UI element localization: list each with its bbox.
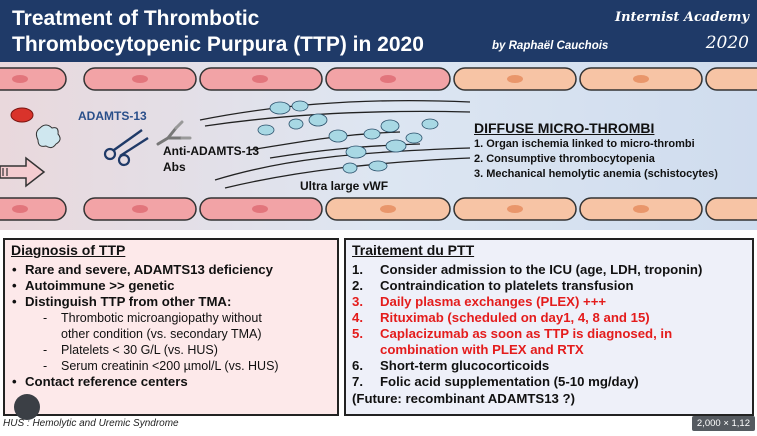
list-item: 2.Contraindication to platelets transfus… [352, 278, 634, 293]
list-item: 1. Organ ischemia linked to micro-thromb… [474, 138, 695, 150]
list-item: 6.Short-term glucocorticoids [352, 358, 550, 373]
image-size-badge: 2,000 × 1,12 [691, 416, 755, 431]
brand-logo-text: Internist Academy [615, 10, 749, 25]
list-item: •Distinguish TTP from other TMA: [12, 294, 232, 309]
antibody-label-line2: Abs [163, 160, 186, 174]
list-item-highlighted: 5.Caplacizumab as soon as TTP is diagnos… [352, 326, 673, 341]
header-banner: Treatment of Thrombotic Thrombocytopenic… [0, 0, 757, 62]
list-item: •Contact reference centers [12, 374, 188, 389]
list-item: 2. Consumptive thrombocytopenia [474, 153, 655, 165]
hus-footnote: HUS : Hemolytic and Uremic Syndrome [3, 418, 179, 429]
adamts13-label: ADAMTS-13 [78, 109, 147, 123]
list-item: •Rare and severe, ADAMTS13 deficiency [12, 262, 273, 277]
brand-year: 2020 [705, 33, 749, 53]
diagnosis-box: Diagnosis of TTP •Rare and severe, ADAMT… [3, 238, 339, 416]
vessel-drawing [0, 62, 757, 230]
author-byline: by Raphaël Cauchois [492, 40, 609, 52]
vwf-label: Ultra large vWF [300, 179, 389, 193]
title-line-1: Treatment of Thrombotic [12, 7, 260, 30]
list-item: 7.Folic acid supplementation (5-10 mg/da… [352, 374, 639, 389]
list-item: 3. Mechanical hemolytic anemia (schistoc… [474, 168, 718, 180]
list-item-continued: combination with PLEX and RTX [380, 342, 584, 357]
vessel-wall-top [0, 67, 757, 91]
antibody-label-line1: Anti-ADAMTS-13 [163, 144, 259, 158]
treatment-list: 1.Consider admission to the ICU (age, LD… [350, 262, 702, 407]
future-note: (Future: recombinant ADAMTS13 ?) [352, 391, 575, 406]
vessel-illustration: ADAMTS-13 Anti-ADAMTS-13 Abs Ultra large… [0, 62, 757, 230]
diffuse-microthrombi-list: 1. Organ ischemia linked to micro-thromb… [474, 137, 718, 182]
diagnosis-list: •Rare and severe, ADAMTS13 deficiency •A… [5, 262, 339, 390]
lens-search-icon[interactable] [14, 394, 40, 420]
vessel-wall-bottom [0, 197, 757, 221]
list-subitem: -Thrombotic microangiopathy without [43, 311, 262, 325]
diagnosis-title: Diagnosis of TTP [11, 242, 126, 258]
list-subitem: -Platelets < 30 G/L (vs. HUS) [43, 343, 218, 357]
list-item: •Autoimmune >> genetic [12, 278, 175, 293]
list-subitem: -Serum creatinin <200 µmol/L (vs. HUS) [43, 359, 279, 373]
list-item-highlighted: 4.Rituximab (scheduled on day1, 4, 8 and… [352, 310, 650, 325]
list-item: 1.Consider admission to the ICU (age, LD… [352, 262, 703, 277]
treatment-title: Traitement du PTT [352, 242, 475, 258]
title-line-2: Thrombocytopenic Purpura (TTP) in 2020 [12, 33, 424, 56]
list-item-highlighted: 3.Daily plasma exchanges (PLEX) +++ [352, 294, 607, 309]
flow-arrow-icon [0, 156, 46, 188]
red-blood-cell-icon [10, 107, 34, 123]
scissors-icon [103, 129, 149, 167]
adamts13-enzyme-icon [35, 124, 61, 149]
treatment-box: Traitement du PTT 1.Consider admission t… [344, 238, 754, 416]
list-subitem-continued: other condition (vs. secondary TMA) [61, 327, 262, 341]
antibody-icon [156, 120, 192, 146]
platelet-aggregates [257, 100, 439, 174]
diffuse-microthrombi-title: DIFFUSE MICRO-THROMBI [474, 120, 655, 136]
